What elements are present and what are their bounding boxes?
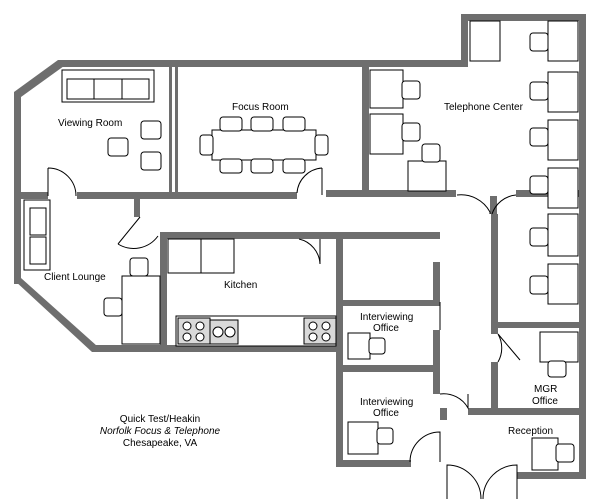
reception-furniture [531, 437, 575, 471]
door-telephone [456, 194, 491, 214]
wall-outer-right [579, 14, 586, 479]
label-interview-2-line2: Office [373, 408, 399, 419]
wall-outer-left-upper [14, 92, 21, 284]
kitchen-furniture [167, 238, 337, 347]
door-telephone-2 [491, 194, 517, 215]
telephone-desks-right [529, 20, 579, 305]
wall-mgr-top [491, 322, 579, 328]
wall-kitchen-left [160, 232, 167, 352]
door-interview-2b [409, 431, 441, 463]
wall-right-corridor [491, 214, 498, 334]
caption-line3: Chesapeake, VA [123, 438, 198, 449]
wall-viewing-focus-2 [175, 66, 178, 192]
lounge-furniture [23, 199, 161, 345]
interview1-furniture [347, 332, 386, 360]
wall-outer-bottom-right [517, 472, 586, 479]
wall-interview-divider [343, 365, 440, 372]
label-telephone-center: Telephone Center [444, 102, 524, 113]
doors [47, 167, 521, 499]
door-lounge [117, 216, 159, 249]
door-mgr [497, 333, 521, 363]
viewing-sofa [61, 69, 155, 103]
telephone-desks-left [369, 20, 501, 192]
wall-interview-left [336, 239, 343, 352]
wall-outer-telephone-step-left [461, 14, 468, 67]
caption-line1: Quick Test/Heakin [120, 414, 200, 425]
wall-outer-bottom-left [92, 345, 342, 352]
door-kitchen [298, 238, 321, 265]
wall-telephone-corridor-stub [490, 196, 497, 214]
room-labels: Viewing Room Focus Room Telephone Center… [44, 102, 558, 437]
wall-corridor-top-2 [77, 192, 297, 199]
wall-interview-right-upper [433, 262, 440, 302]
viewing-chairs [107, 120, 162, 171]
label-reception: Reception [508, 426, 553, 437]
door-entry-left [446, 464, 482, 499]
label-kitchen: Kitchen [224, 280, 257, 291]
wall-corridor-bottom-1 [160, 232, 320, 239]
walls [14, 14, 586, 479]
label-mgr-line2: Office [532, 396, 558, 407]
wall-lounge-stub [134, 199, 140, 217]
mgr-furniture [539, 331, 579, 378]
wall-corridor-top-3 [326, 190, 456, 197]
wall-outer-lower-left-vert [336, 345, 343, 467]
wall-interview-right-lower [433, 372, 440, 394]
label-mgr-line1: MGR [534, 384, 557, 395]
door-focus [296, 167, 323, 195]
door-interview-2 [439, 393, 469, 410]
wall-interview-right-mid [433, 330, 440, 370]
wall-mgr-left [491, 362, 498, 412]
wall-reception-left-stub [440, 408, 447, 420]
label-interview-1-line2: Office [373, 323, 399, 334]
door-entry-right [482, 464, 518, 499]
wall-corridor-top-1 [21, 192, 48, 199]
door-viewing [47, 167, 77, 197]
wall-outer-telephone-top [461, 14, 586, 21]
label-client-lounge: Client Lounge [44, 272, 106, 283]
wall-corridor-bottom-2 [320, 232, 440, 239]
wall-outer-topleft-diagonal [14, 60, 64, 97]
wall-interview-top-mid [343, 300, 440, 306]
label-focus-room: Focus Room [232, 102, 289, 113]
label-viewing-room: Viewing Room [58, 118, 122, 129]
wall-viewing-focus [169, 66, 172, 192]
wall-outer-bottom-mid [341, 460, 411, 467]
label-interview-1-line1: Interviewing [360, 312, 413, 323]
furniture [23, 20, 579, 471]
interview2-furniture [347, 421, 394, 455]
label-interview-2-line1: Interviewing [360, 397, 413, 408]
plan-caption: Quick Test/Heakin Norfolk Focus & Teleph… [100, 414, 221, 449]
wall-reception-top [468, 408, 579, 415]
wall-focus-telephone [362, 66, 369, 196]
focus-table [199, 116, 329, 174]
wall-outer-top-left [58, 60, 466, 67]
caption-line2: Norfolk Focus & Telephone [100, 426, 221, 437]
wall-outer-bottomleft-diagonal [14, 278, 97, 352]
